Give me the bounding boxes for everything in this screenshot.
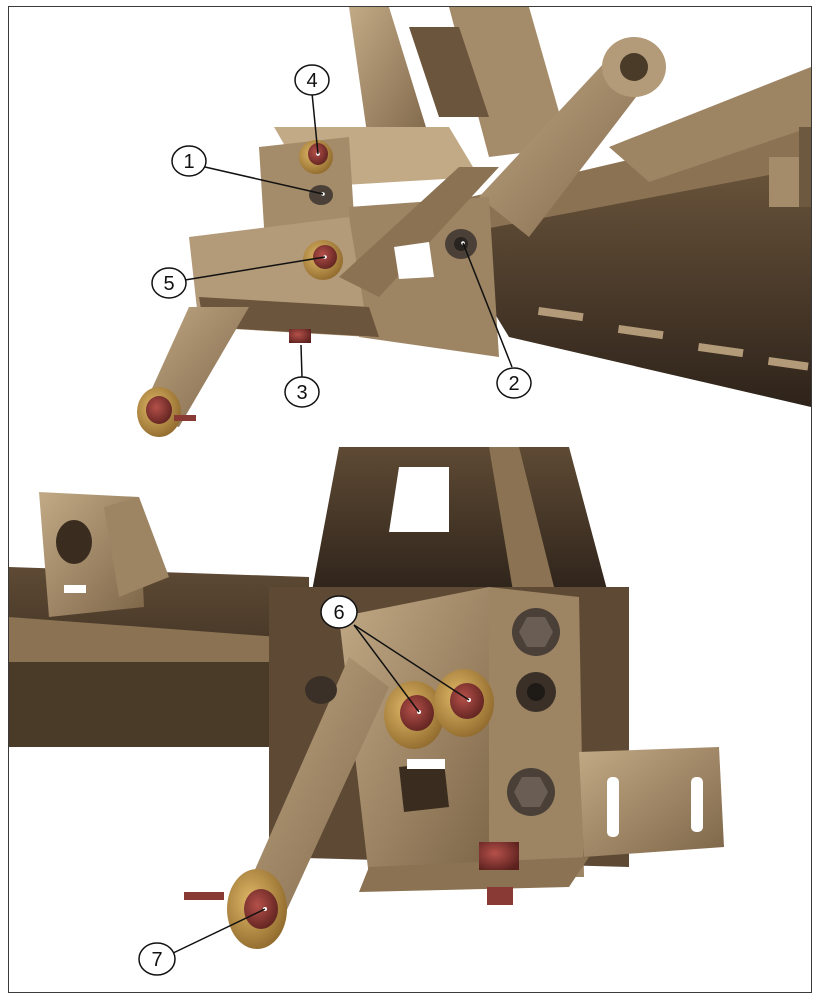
fastener-4	[299, 140, 333, 174]
upright-bottom-window	[389, 467, 449, 532]
callout-3-label: 3	[296, 382, 307, 404]
callout-leaders-bottom	[168, 624, 470, 956]
rear-bracket-slot	[64, 585, 86, 593]
upright-right	[449, 7, 569, 157]
rail-slot	[697, 343, 744, 358]
fastener-3	[289, 329, 311, 347]
fastener-1	[309, 185, 333, 205]
bottom-view-panel: 6 7	[9, 447, 811, 992]
upright-bottom-edge	[489, 447, 554, 597]
callout-2: 2	[496, 367, 532, 399]
rear-bracket-gusset	[104, 497, 169, 597]
receiver-slot-2	[691, 777, 703, 832]
nut-left-plate	[305, 676, 337, 704]
upright-left	[349, 7, 429, 147]
rail-block	[799, 127, 811, 207]
callout-7: 7	[138, 942, 176, 976]
fastener-7	[184, 869, 287, 949]
top-view-panel: 4 1 5 3 2	[9, 7, 811, 437]
hex-nut-lower	[507, 768, 555, 816]
callout-7-label: 7	[151, 949, 162, 971]
frame-rail-left-face	[9, 662, 289, 747]
upright-bottom	[309, 447, 609, 607]
callout-leaders-top	[184, 92, 513, 378]
link-arm-bolt	[146, 396, 172, 424]
rail-slot	[767, 357, 809, 371]
frame-rail-left-top	[9, 617, 279, 662]
lower-link-arm-bottom	[234, 657, 389, 927]
lifting-arm	[479, 47, 659, 237]
top-assembly-illustration: 4 1 5 3 2	[137, 7, 811, 437]
frame-rail-side-plate	[609, 67, 811, 182]
hex-nut-upper	[512, 608, 560, 656]
rear-bracket-hole	[56, 520, 92, 564]
plate-window	[399, 762, 449, 812]
lifting-eye-hole	[620, 53, 648, 81]
callout-5: 5	[151, 267, 187, 299]
callout-6: 6	[320, 595, 358, 629]
diagram-frame: 4 1 5 3 2	[8, 6, 812, 993]
bracket-diagonal-gusset	[339, 167, 499, 297]
bottom-bolt	[479, 842, 519, 905]
fastener-6-right	[434, 669, 494, 737]
callout-3: 3	[284, 376, 320, 408]
hex-nut-middle	[516, 672, 556, 712]
callout-1-label: 1	[183, 151, 194, 173]
link-arm-bolt-shank	[174, 415, 196, 421]
rail-slot	[617, 324, 664, 340]
callout-4: 4	[294, 64, 330, 96]
callout-2-label: 2	[508, 373, 519, 395]
receiver-slot-1	[607, 777, 619, 837]
upright-window	[409, 27, 489, 117]
bracket-window	[394, 242, 434, 279]
callout-4-label: 4	[306, 70, 317, 92]
callout-5-label: 5	[163, 273, 174, 295]
plate-slot	[407, 759, 445, 769]
fastener-2	[445, 229, 477, 259]
callout-6-label: 6	[333, 602, 344, 624]
fastener-6-left	[384, 681, 444, 749]
base-plate	[359, 857, 589, 892]
bottom-assembly-illustration: 6 7	[9, 447, 724, 976]
rail-slot	[537, 306, 584, 322]
callout-1: 1	[171, 145, 207, 177]
